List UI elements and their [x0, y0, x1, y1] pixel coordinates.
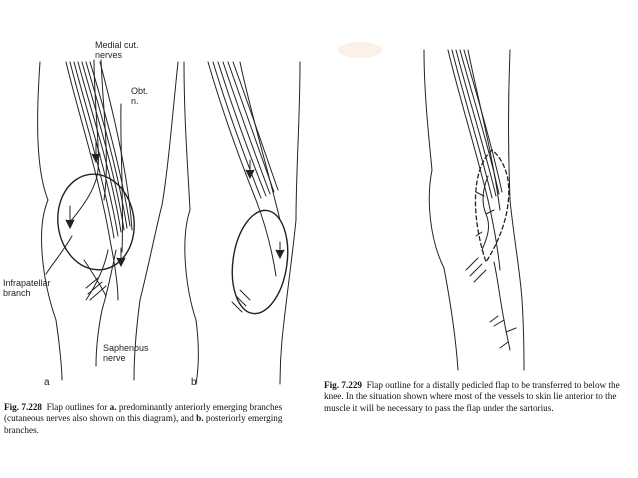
- background-smudge: [338, 42, 382, 58]
- label-infrapatellar-branch: Infrapatellar branch: [3, 278, 51, 298]
- figure-b-knee-drawing: [183, 61, 301, 385]
- caption-fig-number: Fig. 7.228: [4, 402, 43, 412]
- label-obt-n: Obt. n.: [131, 86, 149, 106]
- caption-fig-7-229: Fig. 7.229 Flap outline for a distally p…: [324, 380, 630, 414]
- figure-229-knee-drawing: [423, 49, 525, 371]
- caption-text-2: predominantly anteriorly emerging branch…: [4, 402, 283, 424]
- label-medial-cut-nerves: Medial cut. nerves: [95, 40, 139, 60]
- caption-a-bold: a.: [109, 402, 117, 412]
- caption-b-bold: b.: [196, 413, 204, 424]
- caption-text-1: Flap outlines for: [46, 402, 110, 412]
- panel-letter-b: b: [191, 377, 197, 388]
- label-saphenous-nerve: Saphenous nerve: [103, 343, 149, 363]
- caption-text-229: Flap outline for a distally pedicled fla…: [324, 380, 620, 413]
- caption-text-3: posteriorly emerging branches.: [4, 413, 283, 435]
- caption-fig-7-228: Fig. 7.228 Flap outlines for a. predomin…: [4, 402, 314, 436]
- figure-a-knee-drawing: [37, 59, 179, 381]
- panel-letter-a: a: [44, 377, 50, 388]
- caption-fig-number-229: Fig. 7.229: [324, 380, 363, 390]
